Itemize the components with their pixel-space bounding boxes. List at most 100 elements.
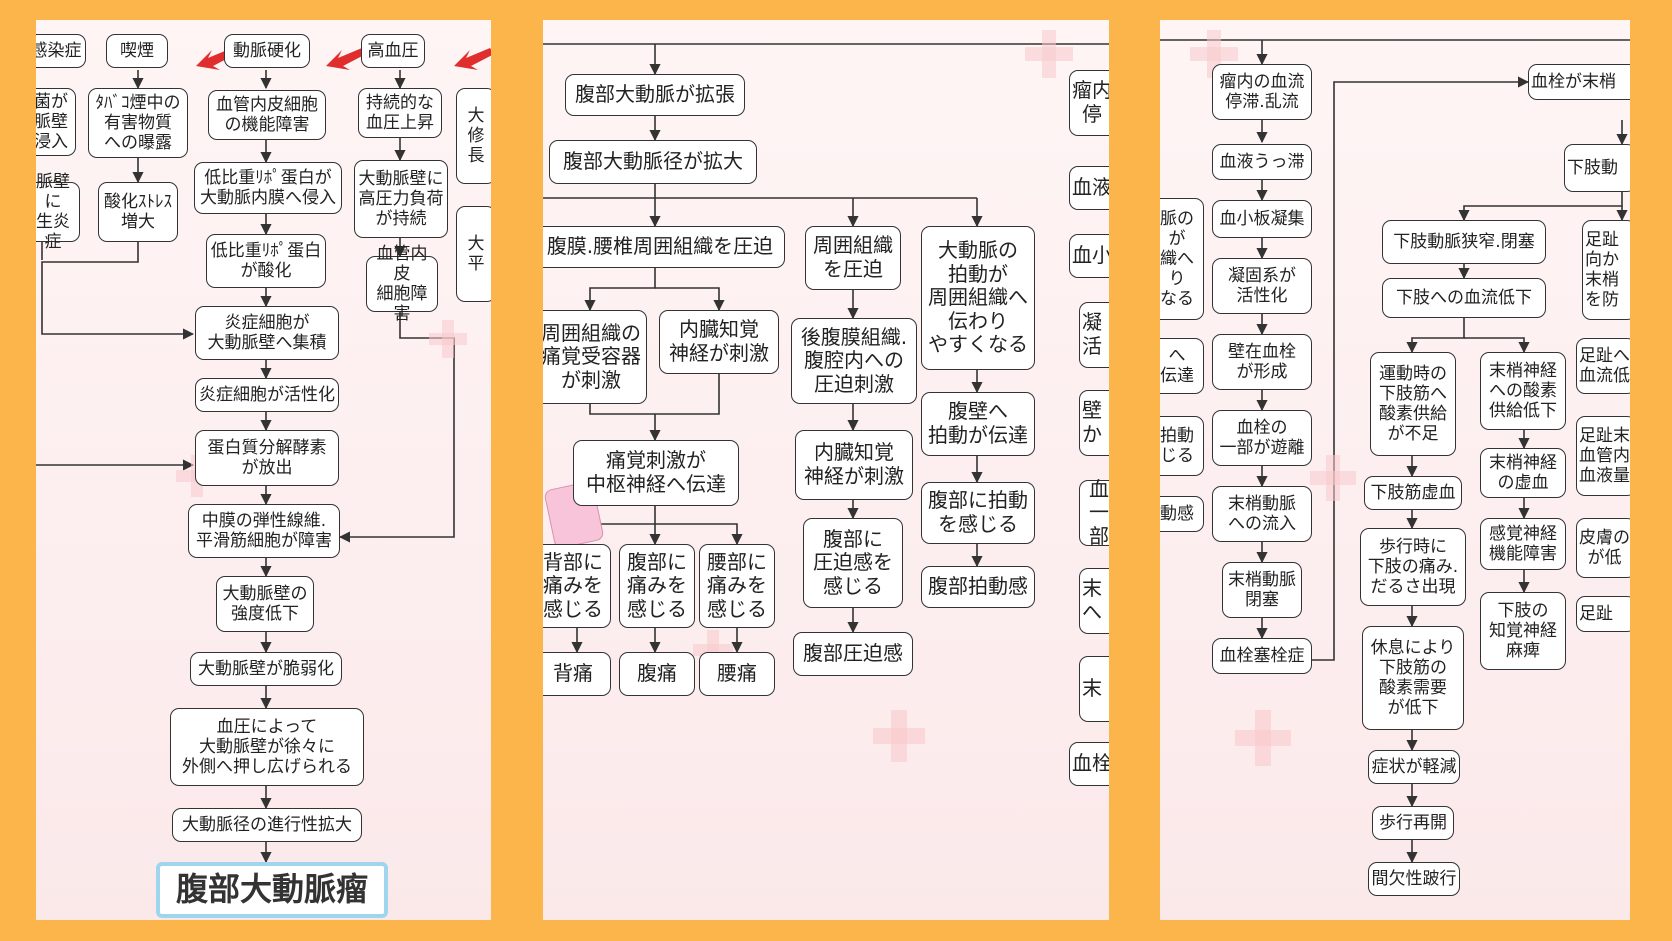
node-wall-strength-decrease: 大動脈壁の 強度低下	[216, 576, 314, 632]
node-bacteria-invasion: 菌が 脈壁 浸入	[36, 88, 76, 156]
node-wall-fragility: 大動脈壁が脆弱化	[190, 652, 342, 686]
node-visceral-nerve-stimulation-2: 内臓知覚 神経が刺激	[795, 430, 913, 500]
node-rest-relief: 休息により 下肢筋の 酸素需要 が低下	[1362, 626, 1464, 730]
connector-lines	[543, 43, 1109, 654]
node-peritoneum-compression: 腹膜.腰椎周囲組織を圧迫	[543, 226, 785, 268]
node-edge-4: 凝 活	[1079, 302, 1109, 368]
node-thromboembolism: 血栓塞栓症	[1212, 638, 1312, 674]
node-edge-9: 血栓	[1069, 742, 1109, 786]
node-surrounding-compression: 周囲組織 を圧迫	[805, 226, 901, 290]
node-edge-right-5: 足趾	[1576, 596, 1630, 632]
connector-lines	[1160, 39, 1630, 864]
node-edge-2: 血液	[1069, 166, 1109, 210]
node-edge-right-1: 足趾 向か 末梢 を防	[1582, 220, 1630, 320]
node-protease-release: 蛋白質分解酵素 が放出	[195, 430, 339, 486]
node-edge-left-4: 動感	[1160, 496, 1204, 532]
node-sensory-paralysis: 下肢の 知覚神経 麻痺	[1480, 592, 1566, 670]
flow-arrows	[543, 43, 1109, 654]
node-edge-7: 末 へ	[1079, 568, 1109, 634]
node-feel-pulsation: 腹部に拍動 を感じる	[921, 482, 1035, 544]
node-cut-1: 大 修 長	[456, 88, 491, 184]
node-pain-receptor-stimulation: 周囲組織の 痛覚受容器 が刺激	[543, 310, 647, 404]
node-lumbar-pain: 腰痛	[699, 652, 775, 696]
node-edge-right-4: 皮膚の が低	[1576, 518, 1630, 578]
node-abdominal-pulsation-sense: 腹部拍動感	[921, 566, 1035, 608]
node-ldl-invasion: 低比重ﾘﾎﾟ蛋白が 大動脈内膜へ侵入	[194, 162, 342, 214]
node-abdominal-pain: 腹痛	[619, 652, 695, 696]
node-edge-1: 瘤内 停	[1069, 70, 1109, 136]
node-platelet-aggregation: 血小板凝集	[1212, 200, 1312, 238]
node-edge-6: 血 一部	[1079, 477, 1109, 548]
node-peripheral-occlusion: 末梢動脈 閉塞	[1222, 562, 1302, 618]
node-walking-pain: 歩行時に 下肢の痛み. だるさ出現	[1360, 528, 1466, 606]
node-edge-right-2: 足趾へ 血流低	[1576, 338, 1630, 394]
node-retroperitoneal-compression: 後腹膜組織. 腹腔内への 圧迫刺激	[791, 318, 917, 404]
node-coagulation-activation: 凝固系が 活性化	[1212, 258, 1312, 314]
node-feel-abdominal-pain: 腹部に 痛みを 感じる	[619, 544, 695, 628]
node-edge-left-2: へ 伝達	[1160, 338, 1204, 394]
node-blood-stasis: 血液うっ滞	[1212, 144, 1312, 180]
node-peripheral-inflow: 末梢動脈 への流入	[1212, 486, 1312, 542]
node-media-damage: 中膜の弾性線維. 平滑筋細胞が障害	[188, 504, 340, 558]
node-high-pressure-load: 大動脈壁に 高圧力負荷 が持続	[354, 160, 448, 238]
node-edge-8: 末	[1079, 656, 1109, 722]
node-pain-to-cns: 痛覚刺激が 中枢神経へ伝達	[573, 440, 739, 506]
flow-arrows	[1160, 39, 1630, 864]
node-leg-muscle-ischemia: 下肢筋虚血	[1364, 476, 1462, 510]
flowchart-panel-causes: 感染症 喫煙 動脈硬化 高血圧 菌が 脈壁 浸入 ﾀﾊﾞｺ煙中の 有害物質 への…	[36, 20, 491, 920]
decor-cross	[873, 710, 925, 762]
node-edge-left-1: 脈の が 織へ り なる	[1160, 198, 1204, 320]
node-endothelial-damage: 血管内皮 細胞障害	[366, 244, 438, 324]
node-arteriosclerosis: 動脈硬化	[224, 34, 310, 68]
node-feel-lumbar-pain: 腰部に 痛みを 感じる	[699, 544, 775, 628]
node-diameter-enlargement: 腹部大動脈径が拡大	[549, 140, 757, 184]
node-edge-3: 血小	[1069, 234, 1109, 278]
decor-cross	[429, 320, 467, 358]
node-walking-resume: 歩行再開	[1372, 806, 1454, 840]
node-edge-5: 壁 か	[1079, 390, 1109, 456]
node-abdominal-wall-pulsation: 腹壁へ 拍動が伝達	[921, 392, 1035, 456]
node-wall-expansion: 血圧によって 大動脈壁が徐々に 外側へ押し広げられる	[170, 708, 364, 786]
node-leg-artery: 下肢動	[1564, 144, 1630, 192]
node-endothelial-dysfunction: 血管内皮細胞 の機能障害	[208, 90, 326, 140]
node-edge-right-3: 足趾末 血管内 血液量	[1576, 416, 1630, 496]
node-feel-pressure: 腹部に 圧迫感を 感じる	[803, 518, 903, 608]
node-smoking: 喫煙	[106, 34, 168, 68]
node-thrombus-to-periphery: 血栓が末梢	[1528, 64, 1630, 100]
node-wall-inflammation: 脈壁に 生炎症	[36, 172, 80, 252]
node-inflammatory-cell-accumulation: 炎症細胞が 大動脈壁へ集積	[195, 306, 339, 360]
node-visceral-nerve-stimulation: 内臓知覚 神経が刺激	[659, 310, 779, 374]
node-abdominal-aortic-aneurysm: 腹部大動脈瘤	[156, 862, 388, 918]
decor-cross	[1235, 710, 1291, 766]
node-back-pain: 背痛	[543, 652, 611, 696]
node-edge-left-3: 拍動 じる	[1160, 416, 1204, 476]
node-ldl-oxidation: 低比重ﾘﾎﾟ蛋白 が酸化	[206, 234, 326, 288]
node-sensory-dysfunction: 感覚神経 機能障害	[1480, 518, 1566, 570]
node-inflammatory-cell-activation: 炎症細胞が活性化	[195, 378, 339, 412]
decor-cross	[1025, 30, 1073, 78]
node-hypertension: 高血圧	[361, 34, 425, 68]
node-sustained-bp-rise: 持続的な 血圧上昇	[358, 88, 442, 138]
node-exercise-oxygen-shortage: 運動時の 下肢筋へ 酸素供給 が不足	[1370, 352, 1456, 456]
decor-cross	[1310, 455, 1356, 501]
node-thrombus-detachment: 血栓の 一部が遊離	[1212, 410, 1312, 466]
node-progressive-dilation: 大動脈径の進行性拡大	[172, 808, 362, 842]
node-flow-stagnation: 瘤内の血流 停滞.乱流	[1212, 64, 1312, 120]
node-infection: 感染症	[36, 34, 86, 68]
node-abdominal-pressure-sense: 腹部圧迫感	[793, 632, 913, 676]
node-feel-back-pain: 背部に 痛みを 感じる	[543, 544, 611, 628]
node-symptom-relief: 症状が軽減	[1368, 750, 1460, 784]
node-oxidative-stress: 酸化ｽﾄﾚｽ 増大	[98, 182, 178, 242]
flowchart-panel-thrombosis: 瘤内の血流 停滞.乱流 血栓が末梢 血液うっ滞 下肢動 脈の が 織へ り なる…	[1160, 20, 1630, 920]
node-leg-blood-flow-decrease: 下肢への血流低下	[1382, 278, 1546, 318]
node-mural-thrombus: 壁在血栓 が形成	[1212, 334, 1312, 390]
node-aorta-dilation: 腹部大動脈が拡張	[565, 74, 745, 116]
node-nerve-oxygen-decrease: 末梢神経 への酸素 供給低下	[1480, 352, 1566, 430]
node-smoke-exposure: ﾀﾊﾞｺ煙中の 有害物質 への曝露	[88, 88, 188, 158]
flowchart-panel-symptoms: 腹部大動脈が拡張 腹部大動脈径が拡大 腹膜.腰椎周囲組織を圧迫 周囲組織 を圧迫…	[543, 20, 1109, 920]
node-pulsation-transmission: 大動脈の 拍動が 周囲組織へ 伝わり やすくなる	[921, 226, 1035, 370]
node-intermittent-claudication: 間欠性跛行	[1368, 862, 1460, 896]
node-nerve-ischemia: 末梢神経 の虚血	[1480, 448, 1566, 498]
node-cut-2: 大 平	[456, 206, 491, 302]
node-leg-artery-stenosis: 下肢動脈狭窄.閉塞	[1382, 220, 1546, 264]
